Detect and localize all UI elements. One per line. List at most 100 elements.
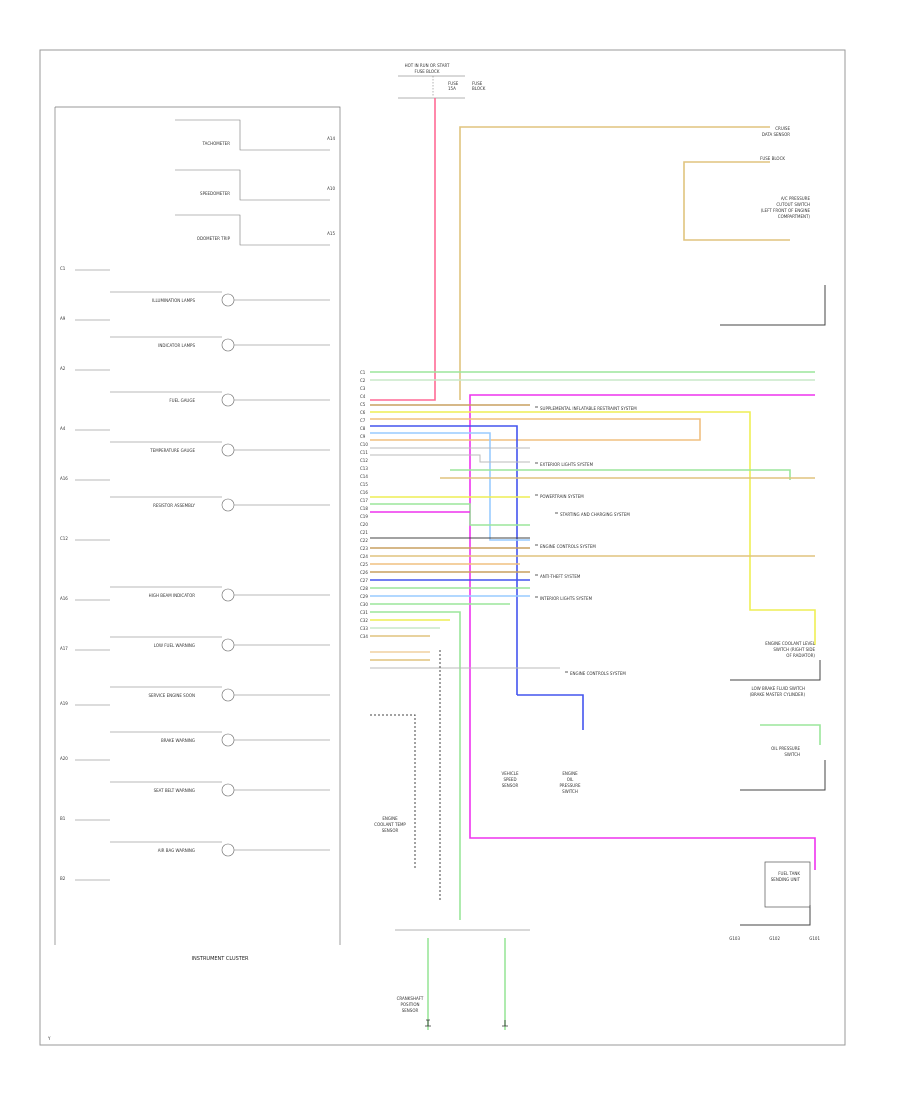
bottom-component-label: SENSOR <box>402 1008 419 1013</box>
wire-dark-right-4 <box>720 285 826 326</box>
lamp-wire <box>110 686 330 696</box>
lamp-bulb <box>221 393 235 407</box>
left-pin: B1 <box>60 816 66 821</box>
system-label: INTERIOR LIGHTS SYSTEM <box>540 596 593 601</box>
left-pin: A9 <box>60 316 66 321</box>
left-pin: A2 <box>60 366 66 371</box>
connector-pin: C3 <box>360 386 366 391</box>
bottom-component-label: OIL <box>567 777 574 782</box>
wire-green-3 <box>450 469 791 480</box>
connector-pin: C1 <box>360 370 366 375</box>
gauge-label: ODOMETER TRIP <box>197 236 231 241</box>
system-label: ENGINE CONTROLS SYSTEM <box>570 671 626 676</box>
bottom-component-label: PRESSURE <box>559 783 581 788</box>
fuse-label-2: 15A <box>448 86 456 91</box>
right-component-label: FUSE BLOCK <box>760 156 785 161</box>
wire-harness <box>370 98 826 1030</box>
connector-pin: C17 <box>360 498 368 503</box>
lamp-bulb <box>221 443 235 457</box>
connector-pin: C21 <box>360 530 368 535</box>
lamp-label: HIGH BEAM INDICATOR <box>149 593 196 598</box>
fuse-block-title-1: HOT IN RUN OR START <box>405 63 450 68</box>
connector-pin: C18 <box>360 506 368 511</box>
system-label: ANTI-THEFT SYSTEM <box>540 574 581 579</box>
lamp-bulb <box>221 638 235 652</box>
lamp-bulb <box>221 843 235 857</box>
lamp-wire <box>110 781 330 791</box>
lamp-label: LOW FUEL WARNING <box>154 643 195 648</box>
ground-label: G102 <box>769 936 780 941</box>
system-label: SUPPLEMENTAL INFLATABLE RESTRAINT SYSTEM <box>540 406 637 411</box>
wire-tan-top <box>459 126 770 400</box>
connector-pin: C28 <box>360 586 368 591</box>
lamp-wire <box>110 391 330 401</box>
lamp-bulb <box>221 498 235 512</box>
lamp-label: BRAKE WARNING <box>161 738 195 743</box>
lamp-label: SEAT BELT WARNING <box>154 788 195 793</box>
connector-pin: C7 <box>360 418 366 423</box>
connector-pin: C13 <box>360 466 368 471</box>
left-pin: A20 <box>60 756 68 761</box>
connector-pin: C16 <box>360 490 368 495</box>
right-component-label: ENGINE COOLANT LEVEL <box>765 641 815 646</box>
connector-pin: C14 <box>360 474 368 479</box>
lamp-wire <box>110 841 330 851</box>
connector-pin: C19 <box>360 514 368 519</box>
gauge-wire <box>175 169 330 201</box>
instrument-cluster: INSTRUMENT CLUSTER TACHOMETERA14SPEEDOME… <box>54 106 341 962</box>
lamp-bulb <box>221 588 235 602</box>
connector-pin: C8 <box>360 426 366 431</box>
right-component-label: COMPARTMENT) <box>778 214 811 219</box>
diagram-border <box>39 49 846 1046</box>
wire-pink-feed <box>370 98 436 401</box>
right-component-label: (LEFT FRONT OF ENGINE <box>761 208 811 213</box>
wire-blue-1 <box>370 425 518 695</box>
gauge-pin: A14 <box>327 136 335 141</box>
bottom-component-label: SENSOR <box>382 828 399 833</box>
right-component-label: CUTOUT SWITCH <box>776 202 810 207</box>
wire-yellow-long <box>370 411 816 645</box>
connector-pin: C11 <box>360 450 368 455</box>
ground-label: G101 <box>809 936 820 941</box>
wire-orange-1 <box>370 418 701 441</box>
connector-pin: C32 <box>360 618 368 623</box>
connector-pin: C5 <box>360 402 366 407</box>
fuse-block-header: HOT IN RUN OR START FUSE BLOCK FUSE 15A … <box>398 63 486 99</box>
fuse-label-1: FUSE <box>448 81 459 86</box>
lamp-label: SERVICE ENGINE SOON <box>148 693 195 698</box>
lamp-bulb <box>221 688 235 702</box>
gauge-pin: A15 <box>327 231 335 236</box>
right-component-label: SENDING UNIT <box>771 877 801 882</box>
wire-magenta <box>469 394 816 870</box>
gauge-label: TACHOMETER <box>202 141 231 146</box>
fuse-side-1: FUSE <box>472 81 483 86</box>
connector-pin: C25 <box>360 562 368 567</box>
bottom-component-label: SWITCH <box>562 789 578 794</box>
connector-pin: C34 <box>360 634 368 639</box>
lamp-wire <box>110 636 330 646</box>
gauge-label: SPEEDOMETER <box>200 191 230 196</box>
connector-pin: C29 <box>360 594 368 599</box>
left-pin: A16 <box>60 476 68 481</box>
wire-gray-2 <box>370 454 530 463</box>
wire-green-right <box>760 724 821 745</box>
connector-pin: C12 <box>360 458 368 463</box>
bottom-component-label: POSITION <box>400 1002 419 1007</box>
connector-pin: C31 <box>360 610 368 615</box>
right-component-label: SWITCH (RIGHT SIDE <box>773 647 815 652</box>
connector-pin: C6 <box>360 410 366 415</box>
left-pin: A16 <box>60 596 68 601</box>
lamp-wire <box>110 496 330 506</box>
wire-gray-left <box>370 714 416 870</box>
right-component-label: SWITCH <box>784 752 800 757</box>
bottom-component-label: ENGINE <box>562 771 578 776</box>
lamp-label: INDICATOR LAMPS <box>158 343 195 348</box>
bottom-component-label: VEHICLE <box>502 771 519 776</box>
wire-blue-3 <box>517 694 584 730</box>
lamp-wire <box>110 586 330 596</box>
left-pin: C12 <box>60 536 68 541</box>
connector-pin: C10 <box>360 442 368 447</box>
